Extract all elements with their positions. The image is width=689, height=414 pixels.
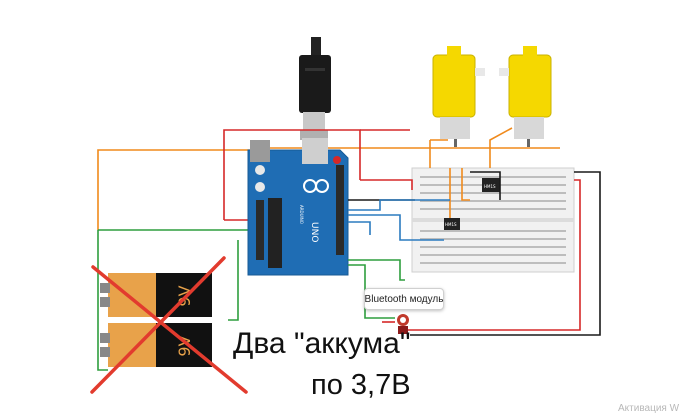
usb-plug-icon	[299, 37, 331, 140]
driver-chip-label-1: HM1S	[484, 184, 496, 189]
arduino-logo-icon	[303, 179, 329, 193]
arduino-uno-board: UNO ARDUINO	[247, 138, 349, 276]
watermark: Активация W	[618, 403, 680, 414]
bluetooth-module-label: Bluetooth модуль	[364, 293, 444, 305]
motor-icon	[432, 46, 485, 147]
arduino-brand-text: ARDUINO	[299, 205, 304, 224]
motor-icon	[499, 46, 552, 147]
driver-chip-label-2: HM1S	[445, 222, 457, 227]
breadboard: HM1S HM1S	[411, 167, 575, 273]
caption-line-2: по 3,7В	[311, 369, 411, 401]
battery-label-2: 9V	[175, 335, 194, 356]
cross-out-mark	[90, 256, 248, 394]
bluetooth-module-label-box: Bluetooth модуль	[364, 288, 444, 310]
caption-line-1: Два "аккума"	[233, 327, 411, 360]
battery-icon: 9V	[100, 273, 212, 317]
wires-right	[348, 127, 601, 336]
bluetooth-module-icon	[397, 314, 409, 334]
wires-left	[97, 129, 560, 371]
arduino-uno-text: UNO	[309, 222, 319, 242]
battery-icon: 9V	[100, 323, 212, 367]
